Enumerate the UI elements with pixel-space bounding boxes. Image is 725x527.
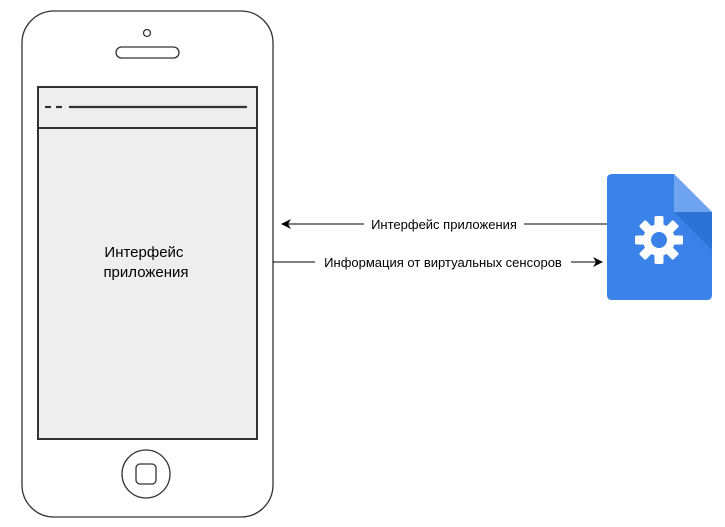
phone-camera (142, 28, 152, 38)
edge-label-to-server: Информация от виртуальных сенсоров (324, 255, 562, 270)
phone-speaker (115, 46, 180, 59)
screen-label-line-2: приложения (103, 264, 188, 281)
phone-screen (37, 86, 258, 440)
file-fold (674, 174, 712, 212)
phone-device: Интерфейс приложения (21, 10, 274, 518)
edge-sensors-to-server: Информация от виртуальных сенсоров (273, 254, 603, 270)
screen-label: Интерфейс приложения (103, 244, 188, 281)
screen-label-line-1: Интерфейс (104, 244, 184, 261)
edge-interface-to-phone: Интерфейс приложения (281, 216, 607, 232)
gear-icon (635, 216, 683, 264)
edge-label-to-phone: Интерфейс приложения (371, 217, 517, 232)
settings-file-icon (607, 174, 712, 300)
file-fold-shadow (674, 212, 712, 250)
home-button-square (135, 463, 157, 485)
